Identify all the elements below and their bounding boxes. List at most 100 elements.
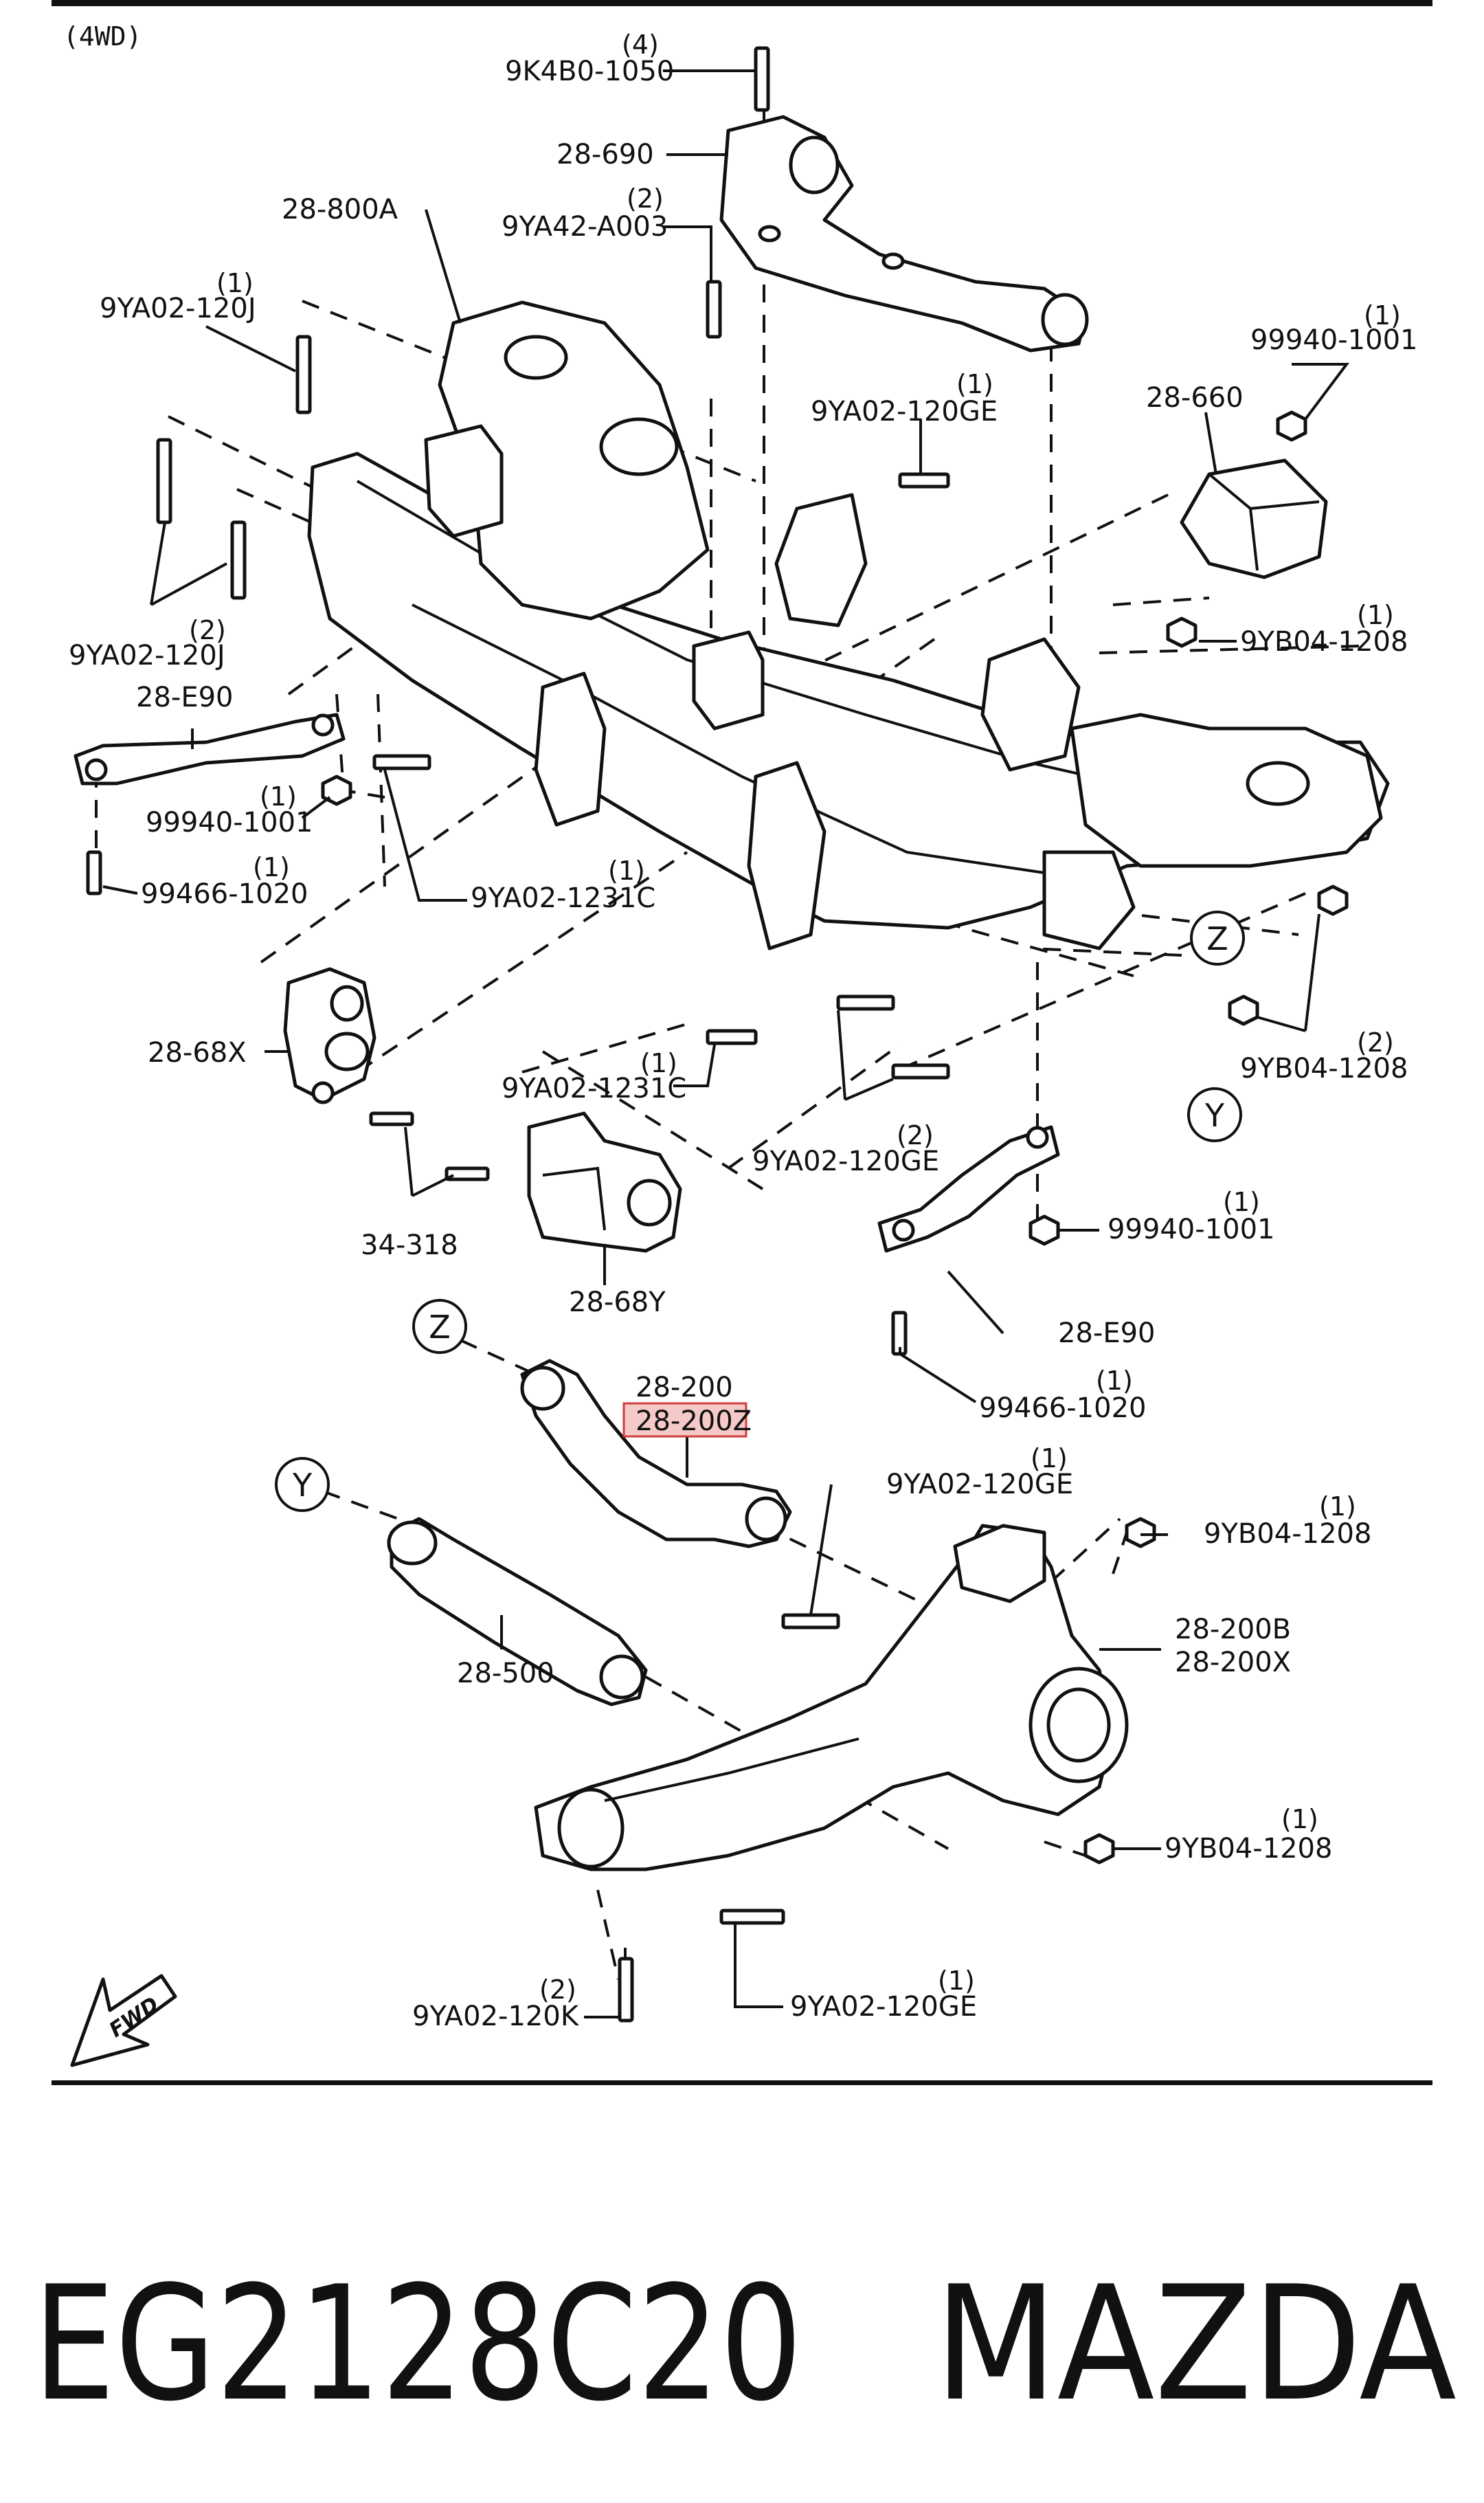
label-9YA02-120GE-top: 9YA02-120GE: [811, 396, 998, 427]
bolt-9YA02-120J-b: [156, 438, 172, 524]
label-9YA02-1231C-b-qty: (1): [640, 1048, 677, 1078]
mount-28-68X: [283, 967, 376, 1104]
label-9YA02-120J-mid-qty: (2): [189, 615, 226, 645]
callout-y-top: Y: [1204, 1097, 1225, 1134]
label-9YB04-1208-e: 9YB04-1208: [1165, 1833, 1332, 1865]
label-9YA02-1231C-a-qty: (1): [608, 856, 645, 886]
label-9YA02-120J-top-qty: (1): [216, 268, 254, 298]
label-9YA02-120GE-arm: 9YA02-120GE: [886, 1469, 1073, 1500]
mount-28-68Y: [527, 1111, 682, 1253]
bolt-9YA02-120GE-bottom: [719, 1909, 785, 1925]
label-9YA02-120GE-top-qty: (1): [956, 369, 993, 399]
label-28-200Z: 28-200Z: [636, 1405, 752, 1437]
label-9YA02-120GE-bottom-qty: (1): [938, 1966, 975, 1996]
callout-y-bottom: Y: [292, 1467, 313, 1504]
label-28-200B: 28-200B: [1175, 1614, 1291, 1645]
bolt-9YA02-120GE-top: [898, 472, 950, 489]
label-28-200X: 28-200X: [1175, 1647, 1291, 1678]
nut-9YB04-1208-b: [1317, 885, 1349, 916]
fwd-arrow: FWD: [70, 1974, 177, 2067]
highlight-box-28-200Z: [622, 1402, 747, 1438]
bolt-9YA02-1231C-a: [372, 754, 431, 770]
label-9K4B0-1050-qty: (4): [622, 30, 659, 60]
nut-99940-1001-right: [1028, 1214, 1060, 1246]
label-9YA02-120GE-arm-qty: (1): [1031, 1443, 1068, 1473]
upper-bracket-28-690: [719, 115, 1089, 353]
bolt-9K4B0-1050: [754, 46, 770, 112]
label-9YA02-120K: 9YA02-120K: [412, 2001, 580, 2032]
nut-9YB04-1208-e: [1083, 1833, 1115, 1865]
lower-arm-28-500: [387, 1517, 648, 1706]
label-9YA02-1231C-a: 9YA02-1231C: [471, 882, 655, 914]
brand-name: MAZDA: [934, 2253, 1457, 2436]
label-99940-1001-top: 99940-1001: [1250, 324, 1417, 356]
label-99466-1020-left: 99466-1020: [141, 878, 308, 910]
part-labels: (4) 9K4B0-1050 28-690 28-800A (2) 9YA42-…: [69, 30, 1417, 2032]
rear-crossmember: [307, 300, 1390, 950]
label-9YA02-120J-mid: 9YA02-120J: [69, 640, 225, 671]
label-99940-1001-right: 99940-1001: [1108, 1214, 1274, 1245]
label-34-318: 34-318: [361, 1230, 458, 1261]
link-28-E90-left: [74, 713, 346, 786]
label-99466-1020-right-qty: (1): [1096, 1366, 1133, 1396]
label-9YB04-1208-a-qty: (1): [1357, 600, 1394, 630]
label-9YB04-1208-d: 9YB04-1208: [1204, 1518, 1371, 1550]
label-28-690: 28-690: [556, 139, 654, 170]
label-9YA02-1231C-b: 9YA02-1231C: [502, 1073, 686, 1104]
nut-99940-1001-top: [1276, 410, 1307, 442]
label-9YA02-120GE-mid-qty: (2): [897, 1120, 934, 1150]
nut-9YB04-1208-d: [1125, 1517, 1156, 1548]
nut-9YB04-1208-c: [1228, 994, 1259, 1026]
top-rule: [52, 0, 1432, 6]
bolt-9YA02-120K: [618, 1957, 634, 2023]
variant-label: (4WD): [63, 21, 142, 52]
callout-z-circle-top: [1190, 911, 1245, 966]
label-9YA42-A003: 9YA42-A003: [502, 211, 668, 243]
label-28-68Y: 28-68Y: [569, 1287, 666, 1318]
label-9K4B0-1050: 9K4B0-1050: [505, 56, 674, 87]
callout-y-circle-bottom: [275, 1457, 330, 1512]
bolt-9YA02-120GE-mid-b: [891, 1063, 950, 1080]
bottom-rule: [52, 2080, 1432, 2085]
bolt-9YA02-120J-c: [230, 520, 247, 600]
fasteners: [86, 46, 1349, 2023]
label-9YB04-1208-a: 9YB04-1208: [1240, 626, 1408, 658]
label-28-500: 28-500: [457, 1658, 554, 1689]
label-99940-1001-right-qty: (1): [1223, 1187, 1260, 1217]
link-28-E90-right: [877, 1125, 1060, 1253]
dynamic-damper-28-660: [1180, 458, 1328, 579]
label-9YA02-120GE-mid: 9YA02-120GE: [752, 1146, 939, 1177]
bolt-9YA02-1231C-b: [706, 1029, 758, 1045]
label-99940-1001-top-qty: (1): [1364, 300, 1401, 331]
label-99940-1001-left: 99940-1001: [146, 807, 313, 838]
label-9YA42-A003-qty: (2): [627, 183, 664, 214]
label-28-68X: 28-68X: [148, 1037, 247, 1069]
bolt-9YA42-A003: [706, 280, 722, 339]
part-number: EG2128C20: [33, 2253, 802, 2436]
label-9YA02-120J-top: 9YA02-120J: [100, 293, 256, 324]
bolt-34-318-a: [369, 1111, 414, 1126]
callout-y-circle-top: [1187, 1087, 1242, 1142]
bolt-9YA02-120GE-mid-a: [836, 994, 895, 1011]
label-99466-1020-right: 99466-1020: [979, 1392, 1146, 1424]
callouts: Z Y Z Y: [275, 911, 1245, 1512]
nut-9YB04-1208-a: [1166, 616, 1198, 648]
bolt-34-318-b: [445, 1166, 490, 1181]
label-28-800A: 28-800A: [282, 194, 398, 225]
callout-z-circle-bottom: [412, 1299, 467, 1354]
label-28-E90-left: 28-E90: [136, 682, 234, 713]
knuckle-28-200B: [534, 1524, 1129, 1871]
label-28-E90-right: 28-E90: [1058, 1317, 1156, 1349]
label-99466-1020-left-qty: (1): [253, 852, 290, 882]
label-28-660: 28-660: [1146, 382, 1244, 414]
label-9YB04-1208-d-qty: (1): [1319, 1491, 1356, 1522]
leader-lines: [102, 69, 1349, 2018]
upper-arm-28-200: [520, 1359, 792, 1548]
bolt-9YA02-120GE-arm: [781, 1613, 840, 1629]
label-9YB04-1208-e-qty: (1): [1281, 1804, 1318, 1834]
callout-z-top: Z: [1206, 920, 1228, 957]
bolt-9YA02-120J-a: [295, 335, 312, 414]
label-9YB04-1208-b: 9YB04-1208: [1240, 1053, 1408, 1084]
label-99940-1001-left-qty: (1): [260, 781, 297, 812]
